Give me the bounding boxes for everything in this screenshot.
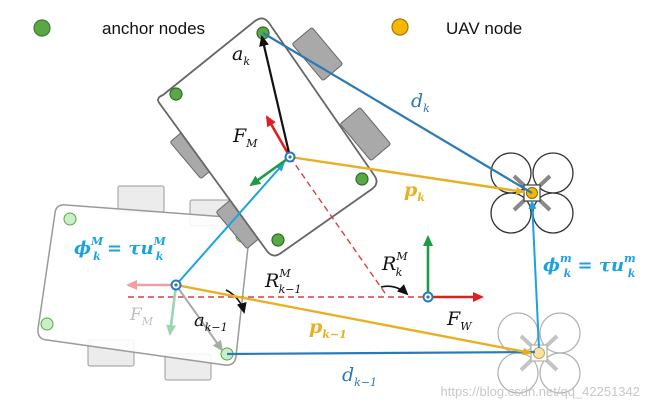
anchor-node bbox=[169, 87, 183, 101]
distance-line-dkm1 bbox=[226, 350, 536, 356]
anchor-node bbox=[271, 233, 285, 247]
anchor-node bbox=[355, 172, 369, 186]
vehicle-prev-center-dot bbox=[174, 283, 178, 287]
uav-current bbox=[490, 152, 574, 234]
label-a-k: ak bbox=[232, 43, 250, 68]
anchor-node bbox=[40, 317, 54, 331]
vehicle-current bbox=[157, 17, 391, 257]
label-p-k: pk bbox=[404, 179, 425, 204]
label-d-km1: dk−1 bbox=[342, 364, 377, 389]
uav-motion-arrow bbox=[528, 200, 540, 349]
legend-uav-label: UAV node bbox=[446, 19, 522, 38]
uav-previous bbox=[497, 312, 581, 394]
label-f-m: FM bbox=[232, 125, 258, 150]
reference-dashed-diagonal bbox=[289, 156, 388, 297]
label-d-k: dk bbox=[411, 90, 430, 115]
anchor-vector-ak bbox=[259, 35, 292, 158]
position-vector-pkm1 bbox=[175, 283, 532, 356]
angle-arc-r-k bbox=[380, 284, 409, 296]
vehicle-current-body bbox=[157, 17, 378, 257]
label-a-km1: ak−1 bbox=[194, 310, 228, 334]
legend-anchor-dot bbox=[33, 19, 51, 37]
world-origin-dot bbox=[426, 295, 430, 299]
uav-node bbox=[533, 347, 545, 359]
label-f-m-prev: FM bbox=[129, 305, 154, 328]
wheel bbox=[340, 107, 391, 161]
legend-uav-dot bbox=[391, 18, 409, 36]
wheel bbox=[292, 27, 343, 81]
distance-line-dk bbox=[262, 32, 533, 194]
anchor-vector-akm1 bbox=[175, 284, 224, 352]
label-f-w: FW bbox=[446, 308, 473, 333]
legend-anchor-label: anchor nodes bbox=[102, 19, 205, 38]
vehicle-center-dot bbox=[288, 155, 292, 159]
watermark: https://blog.csdn.net/qq_42251342 bbox=[441, 384, 641, 399]
legend: anchor nodes UAV node bbox=[33, 18, 522, 38]
wheel bbox=[117, 185, 165, 213]
position-vector-pk bbox=[289, 155, 525, 195]
angle-arc-r-km1 bbox=[225, 289, 247, 314]
frame-fm-red-axis bbox=[265, 115, 292, 158]
rotor bbox=[539, 352, 581, 394]
frame-fm-prev-green-axis bbox=[166, 284, 178, 336]
anchor-node bbox=[63, 212, 77, 226]
frame-fm-green-axis bbox=[249, 155, 291, 187]
label-p-km1: pk−1 bbox=[309, 316, 347, 341]
vehicle-motion-arrow bbox=[175, 162, 285, 286]
